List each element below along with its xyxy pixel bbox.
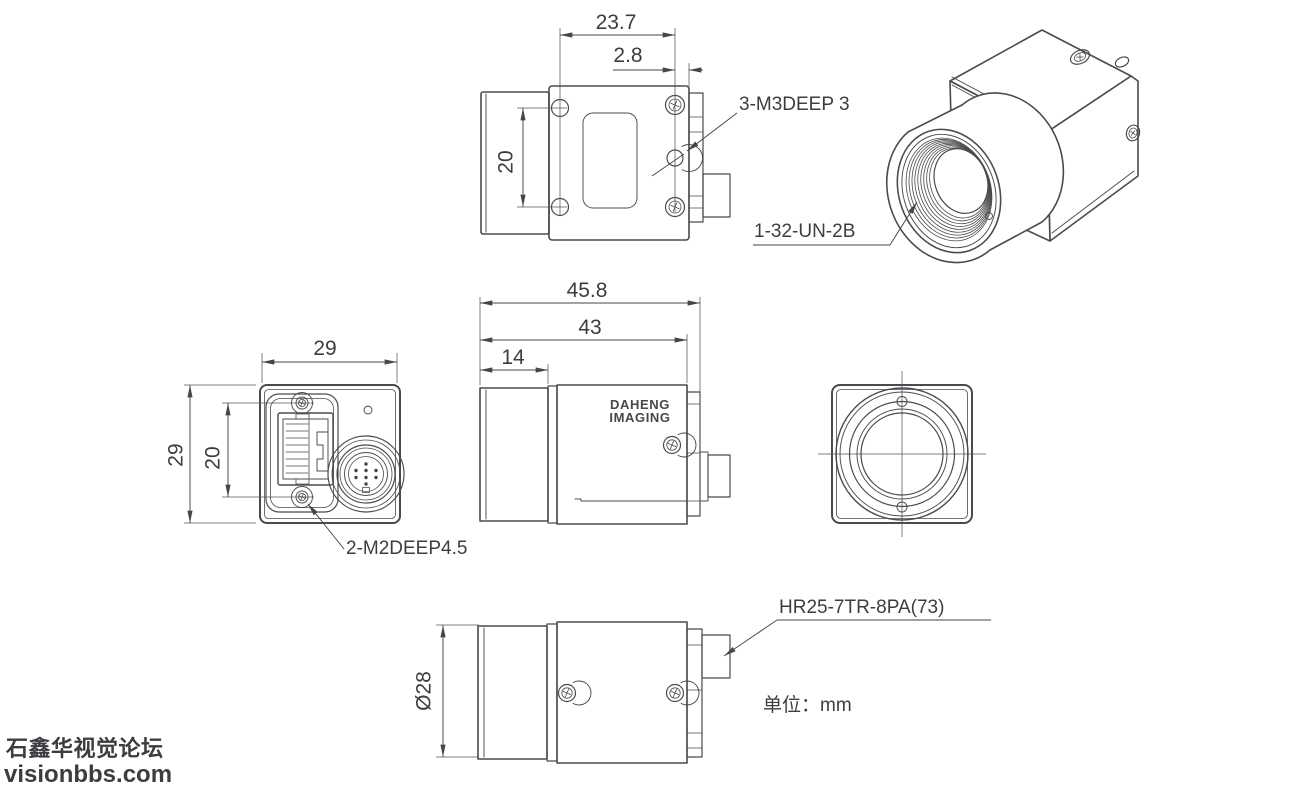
top-label-recess xyxy=(582,112,638,209)
isometric-view: 1-32-UN-2B xyxy=(753,29,1141,264)
front-flange-hole-top xyxy=(896,396,908,407)
label-top-screw-spec: 3-M3DEEP 3 xyxy=(739,94,850,115)
bottom-lens-barrel xyxy=(477,625,548,760)
iso-right-screw-icon xyxy=(1125,124,1141,142)
bottom-body-outline xyxy=(556,621,688,764)
bottom-front-flange xyxy=(546,623,558,762)
brand-logo-line2: IMAGING xyxy=(609,410,670,425)
dim-side-total-length: 45.8 xyxy=(567,279,608,302)
dim-side-mount-length: 14 xyxy=(501,346,525,369)
label-connector-spec: HR25-7TR-8PA(73) xyxy=(779,597,944,618)
side-lens-barrel xyxy=(479,387,549,522)
back-view: 29 29 20 2-M2DEEP4.5 xyxy=(165,337,468,559)
iso-lens-opening xyxy=(933,148,989,214)
bottom-rear-plate xyxy=(686,628,703,758)
back-circular-connector xyxy=(336,444,396,504)
front-lens-mount-rings xyxy=(835,387,969,521)
top-connector-stub xyxy=(702,173,731,218)
dim-bottom-diameter: Ø28 xyxy=(413,671,436,711)
bottom-screw-icon-2 xyxy=(665,683,685,703)
watermark-forum-name: 石鑫华视觉论坛 xyxy=(5,736,164,761)
units-note: 单位：mm xyxy=(763,694,852,716)
iso-top-screw-icon xyxy=(1069,49,1091,65)
side-front-flange xyxy=(547,385,558,524)
brand-logo-line1: DAHENG xyxy=(610,397,670,412)
watermark: 石鑫华视觉论坛 visionbbs.com xyxy=(4,736,172,787)
iso-side-bump xyxy=(1114,56,1130,68)
side-connector-stub xyxy=(707,454,731,498)
bottom-screw-icon-1 xyxy=(557,683,577,703)
label-back-screw-spec: 2-M2DEEP4.5 xyxy=(346,538,467,559)
bottom-view: Ø28 HR25-7TR-8PA(73) 单位：mm xyxy=(413,597,991,764)
dim-back-screw-spacing: 20 xyxy=(202,446,225,469)
label-lens-thread-spec: 1-32-UN-2B xyxy=(754,221,855,242)
iso-set-screw-hole xyxy=(985,212,993,220)
dim-top-mount-width: 23.7 xyxy=(596,11,637,34)
front-flange-hole-bottom xyxy=(896,501,908,513)
side-screw-icon xyxy=(662,435,682,455)
side-view: DAHENG IMAGING 45.8 43 14 xyxy=(479,279,731,525)
watermark-site-url: visionbbs.com xyxy=(4,761,172,787)
top-rear-plate xyxy=(688,92,704,223)
side-rear-plate xyxy=(686,391,709,517)
back-body-outline xyxy=(259,384,401,524)
dim-side-body-length: 43 xyxy=(578,316,601,339)
top-view: 23.7 2.8 20 3-M3DEEP 3 xyxy=(480,11,850,241)
dim-back-width: 29 xyxy=(313,337,336,360)
back-rj45-jack xyxy=(277,412,334,486)
dim-back-height: 29 xyxy=(165,443,188,466)
front-view xyxy=(818,371,986,537)
back-led-indicator xyxy=(363,405,373,415)
bottom-connector-stub xyxy=(701,634,731,679)
dim-top-edge-offset: 2.8 xyxy=(613,44,642,67)
top-body-outline xyxy=(548,85,690,241)
dim-top-hole-spacing: 20 xyxy=(495,150,518,173)
